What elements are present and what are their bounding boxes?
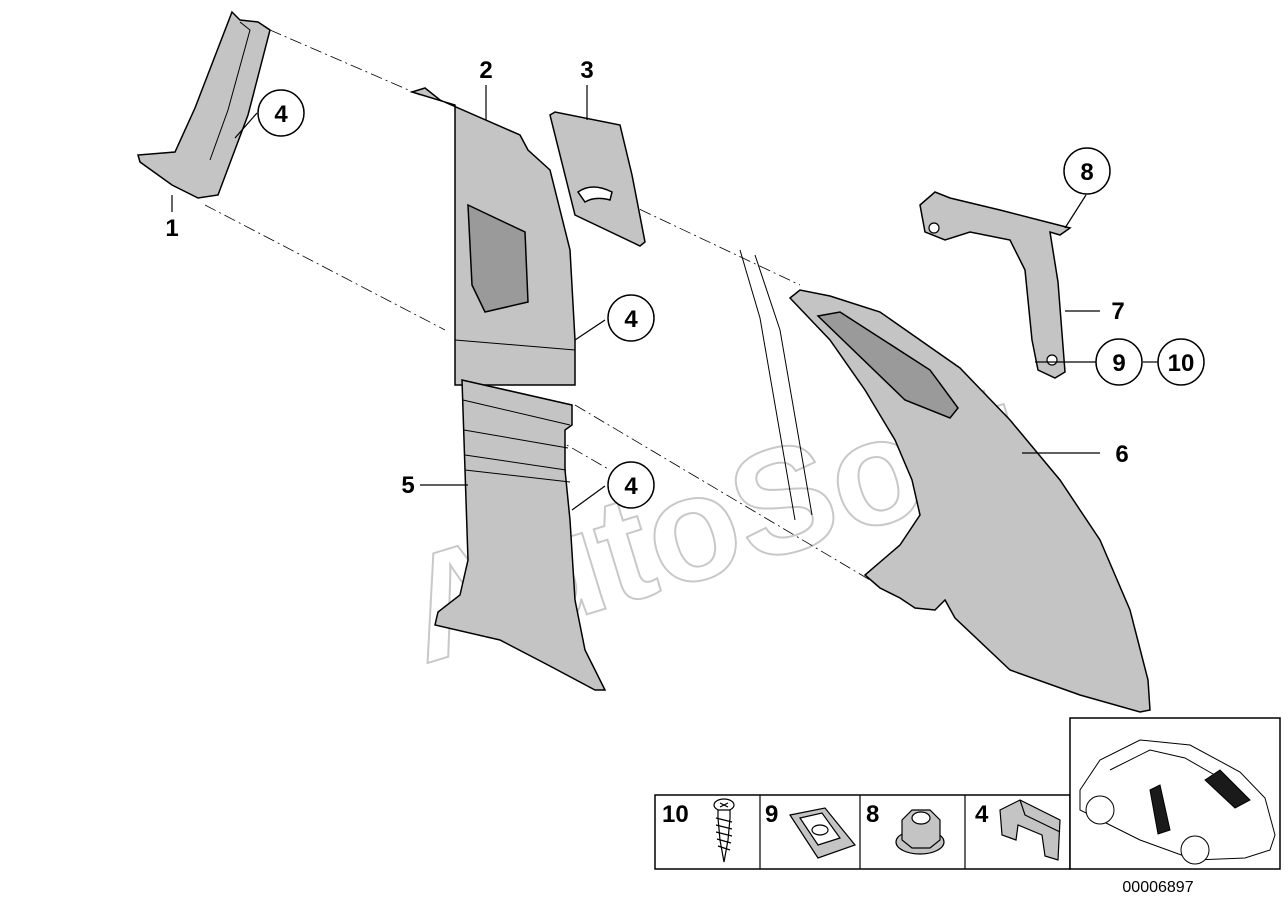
legend-label-9: 9 [765,801,778,828]
legend-label-4: 4 [975,801,989,828]
clip-nut-icon [789,807,857,859]
callout-circles [257,89,1205,509]
part-bracket [919,191,1072,379]
highlighted-pillar [1204,769,1251,809]
leader-lines [171,85,1158,511]
callout-4a: 4 [274,101,288,128]
callout-1: 1 [165,215,178,242]
drawing-number: 00006897 [1122,879,1193,896]
legend-label-10: 10 [662,801,689,828]
callout-9: 9 [1112,350,1125,377]
fastener-legend: 10 9 8 4 [654,794,1071,870]
car-outline [1079,739,1276,861]
car-location-thumbnail [1069,717,1281,870]
part-b-pillar-lower-trim [434,379,607,691]
callout-3: 3 [580,57,593,84]
screw-icon [713,798,735,863]
callout-6: 6 [1115,441,1128,468]
callout-10: 10 [1168,350,1195,377]
legend-label-8: 8 [866,801,879,828]
callout-5: 5 [401,472,414,499]
callout-4b: 4 [624,306,638,333]
retaining-clip-icon [999,799,1061,861]
part-a-pillar-trim [137,10,271,199]
part-cover-trim [549,111,646,247]
part-c-pillar-trim [788,289,1151,713]
hex-nut-icon [895,809,945,855]
callout-2: 2 [479,57,492,84]
callout-7: 7 [1111,298,1124,325]
callout-4c: 4 [624,473,638,500]
callout-8: 8 [1080,159,1093,186]
